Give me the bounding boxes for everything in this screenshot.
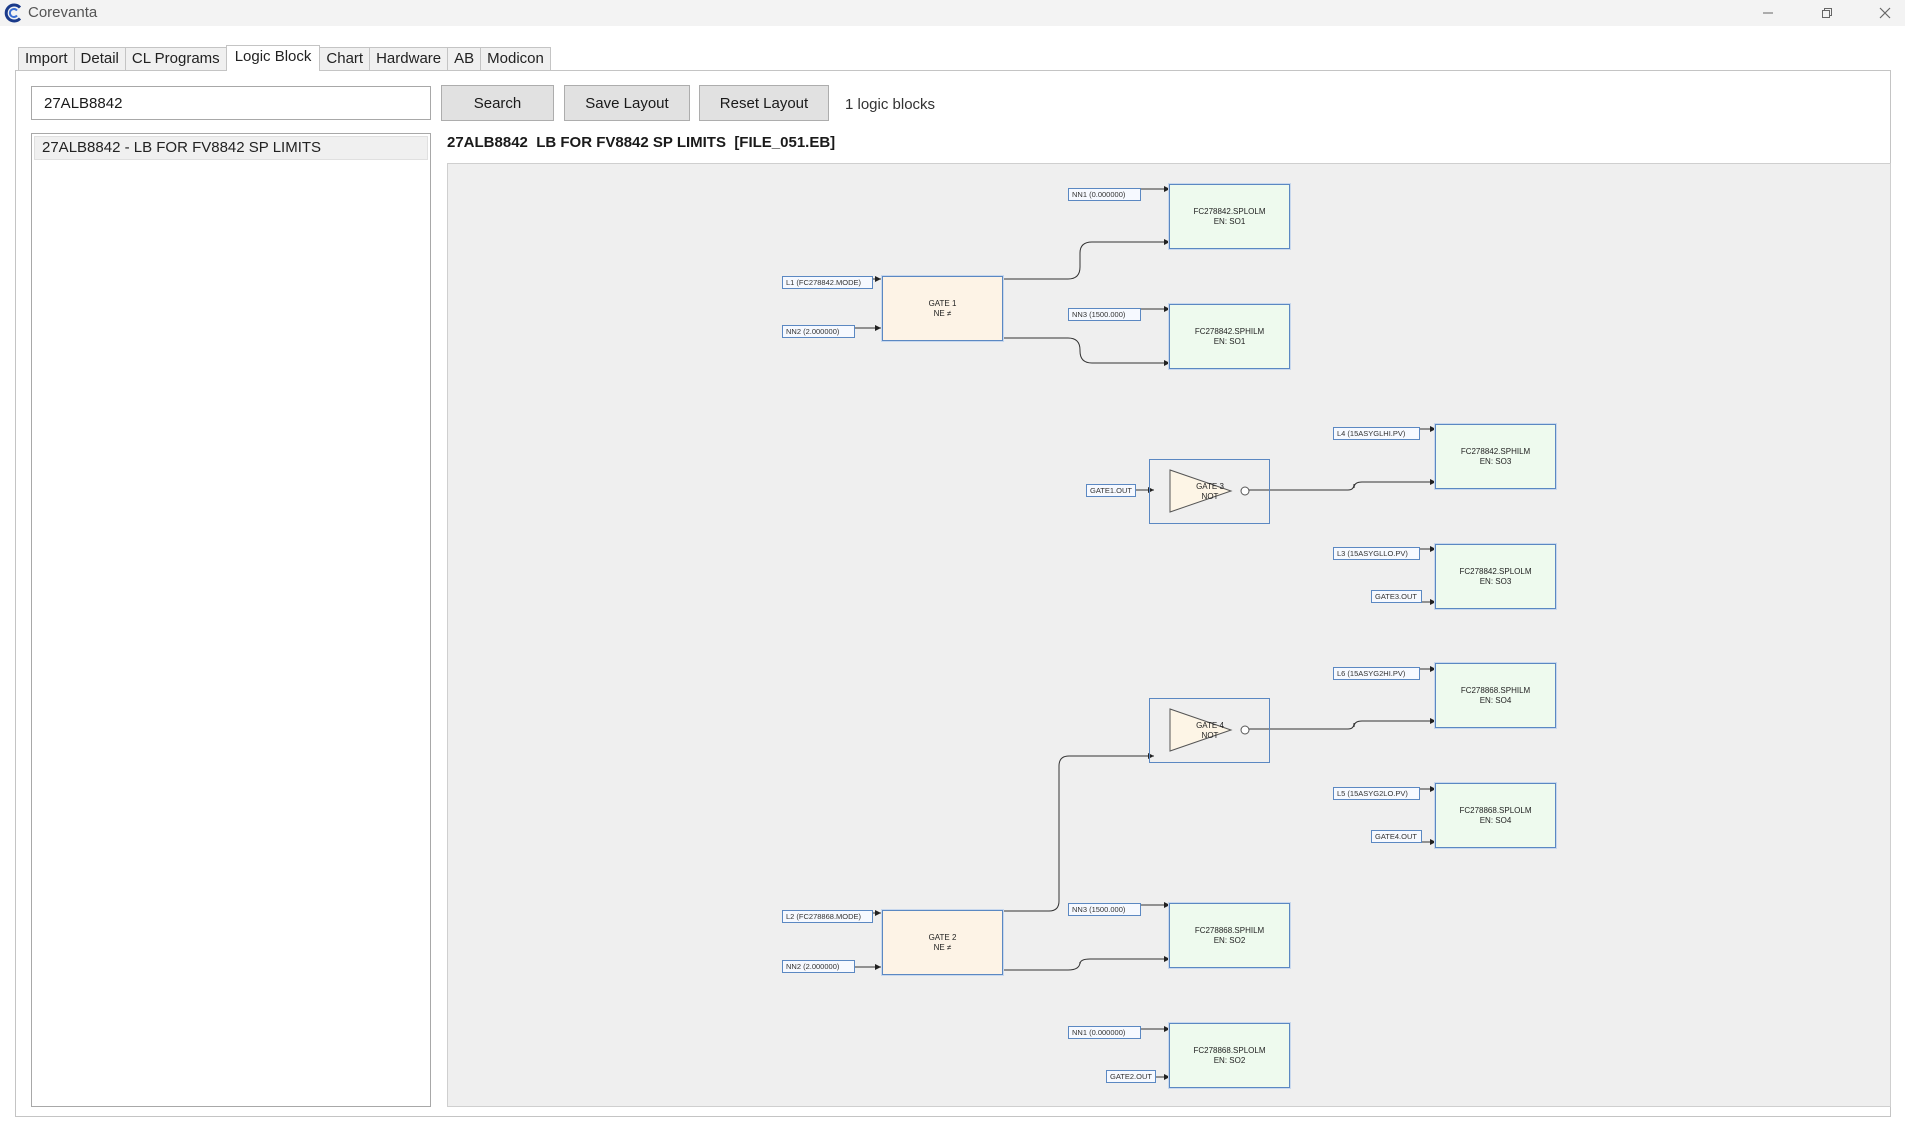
input-tag[interactable]: GATE2.OUT	[1106, 1070, 1156, 1083]
input-tag[interactable]: L1 (FC278842.MODE)	[782, 276, 873, 289]
app-logo-icon	[4, 3, 22, 23]
output-enable: EN: SO1	[1213, 216, 1246, 226]
tab-detail[interactable]: Detail	[73, 47, 126, 71]
output-enable: EN: SO3	[1479, 576, 1512, 586]
reset-layout-button[interactable]: Reset Layout	[699, 85, 829, 121]
output-node[interactable]: FC278842.SPHILM EN: SO1	[1169, 304, 1290, 369]
output-target: FC278868.SPLOLM	[1459, 805, 1532, 815]
output-target: FC278868.SPLOLM	[1193, 1045, 1266, 1055]
input-tag[interactable]: NN1 (0.000000)	[1068, 188, 1141, 201]
window-title: Corevanta	[28, 4, 98, 21]
input-tag[interactable]: NN2 (2.000000)	[782, 960, 855, 973]
input-tag[interactable]: GATE3.OUT	[1371, 590, 1422, 603]
tab-hardware[interactable]: Hardware	[369, 47, 449, 71]
tab-cl-programs[interactable]: CL Programs	[124, 47, 227, 71]
output-node[interactable]: FC278868.SPHILM EN: SO2	[1169, 903, 1290, 968]
connector	[1241, 718, 1436, 730]
not-gate-bubble	[1240, 725, 1250, 735]
restore-icon	[1822, 8, 1832, 18]
close-button[interactable]	[1862, 0, 1905, 26]
connector	[1004, 239, 1170, 280]
minimize-icon	[1763, 12, 1773, 14]
gate-label: GATE 3	[1196, 482, 1224, 491]
input-tag[interactable]: L6 (15ASYG2HI.PV)	[1333, 667, 1420, 680]
gate-4-node[interactable]: GATE 4 NOT	[1149, 698, 1270, 763]
input-tag[interactable]: NN3 (1500.000)	[1068, 308, 1141, 321]
logic-diagram-canvas[interactable]: GATE 1 NE ≠ GATE 2 NE ≠ GATE 3 NOT GATE …	[447, 163, 1891, 1107]
not-gate-triangle	[1169, 708, 1233, 752]
output-target: FC278842.SPLOLM	[1459, 566, 1532, 576]
gate-label: GATE 1	[928, 298, 957, 308]
output-target: FC278868.SPHILM	[1194, 925, 1265, 935]
output-target: FC278842.SPLOLM	[1193, 206, 1266, 216]
output-target: FC278842.SPHILM	[1194, 326, 1265, 336]
input-tag[interactable]: GATE1.OUT	[1086, 484, 1136, 497]
restore-button[interactable]	[1804, 0, 1850, 26]
not-gate-bubble	[1240, 486, 1250, 496]
gate-operator: NE ≠	[933, 942, 952, 952]
input-tag[interactable]: L3 (15ASYGLLO.PV)	[1333, 547, 1420, 560]
logic-block-count: 1 logic blocks	[845, 96, 936, 113]
output-enable: EN: SO4	[1479, 695, 1512, 705]
input-tag[interactable]: NN1 (0.000000)	[1068, 1026, 1141, 1039]
gate-1-node[interactable]: GATE 1 NE ≠	[882, 276, 1003, 341]
tab-modicon[interactable]: Modicon	[480, 47, 551, 71]
connector	[1004, 956, 1170, 971]
tab-chart[interactable]: Chart	[319, 47, 371, 71]
gate-label: GATE 2	[928, 932, 957, 942]
tab-import[interactable]: Import	[18, 47, 75, 71]
input-tag[interactable]: NN3 (1500.000)	[1068, 903, 1141, 916]
gate-label: GATE 4	[1196, 721, 1224, 730]
input-tag[interactable]: L5 (15ASYG2LO.PV)	[1333, 787, 1420, 800]
gate-operator: NOT	[1201, 492, 1219, 501]
connector-layer	[855, 186, 1436, 1080]
output-enable: EN: SO4	[1479, 815, 1512, 825]
tab-strip: Import Detail CL Programs Logic Block Ch…	[18, 45, 551, 71]
tab-ab[interactable]: AB	[447, 47, 482, 71]
output-node[interactable]: FC278842.SPLOLM EN: SO3	[1435, 544, 1556, 609]
tab-logic-block[interactable]: Logic Block	[225, 45, 321, 71]
save-layout-button[interactable]: Save Layout	[564, 85, 690, 121]
diagram-title: 27ALB8842 LB FOR FV8842 SP LIMITS [FILE_…	[447, 134, 836, 151]
gate-operator: NOT	[1201, 731, 1219, 740]
gate-operator: NE ≠	[933, 308, 952, 318]
title-bar: Corevanta	[0, 0, 1905, 26]
search-button[interactable]: Search	[441, 85, 554, 121]
output-target: FC278842.SPHILM	[1460, 446, 1531, 456]
output-node[interactable]: FC278868.SPLOLM EN: SO2	[1169, 1023, 1290, 1088]
not-gate-triangle	[1169, 469, 1233, 513]
list-item[interactable]: 27ALB8842 - LB FOR FV8842 SP LIMITS	[34, 136, 428, 160]
connector	[1004, 337, 1170, 366]
output-node[interactable]: FC278868.SPLOLM EN: SO4	[1435, 783, 1556, 848]
input-tag[interactable]: NN2 (2.000000)	[782, 325, 855, 338]
connector	[1241, 479, 1436, 491]
input-tag[interactable]: GATE4.OUT	[1371, 830, 1422, 843]
search-input[interactable]	[31, 86, 431, 120]
output-enable: EN: SO2	[1213, 935, 1246, 945]
output-enable: EN: SO3	[1479, 456, 1512, 466]
output-node[interactable]: FC278842.SPHILM EN: SO3	[1435, 424, 1556, 489]
minimize-button[interactable]	[1745, 0, 1791, 26]
input-tag[interactable]: L4 (15ASYGLHI.PV)	[1333, 427, 1420, 440]
output-node[interactable]: FC278842.SPLOLM EN: SO1	[1169, 184, 1290, 249]
gate-3-node[interactable]: GATE 3 NOT	[1149, 459, 1270, 524]
input-tag[interactable]: L2 (FC278868.MODE)	[782, 910, 873, 923]
output-target: FC278868.SPHILM	[1460, 685, 1531, 695]
gate-2-node[interactable]: GATE 2 NE ≠	[882, 910, 1003, 975]
logic-block-list[interactable]: 27ALB8842 - LB FOR FV8842 SP LIMITS	[31, 133, 431, 1107]
output-enable: EN: SO2	[1213, 1055, 1246, 1065]
output-enable: EN: SO1	[1213, 336, 1246, 346]
connector	[1004, 753, 1154, 912]
close-icon	[1879, 7, 1891, 19]
output-node[interactable]: FC278868.SPHILM EN: SO4	[1435, 663, 1556, 728]
